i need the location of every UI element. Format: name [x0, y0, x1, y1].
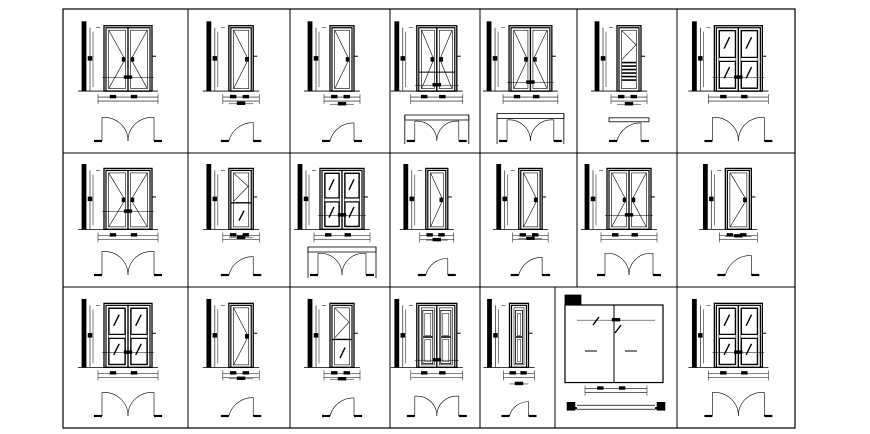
- door-detail-r1c5: [483, 21, 565, 144]
- sheet-grid: [62, 8, 796, 429]
- door-detail-r1c2: [202, 21, 262, 143]
- door-detail-r3c6: [564, 294, 666, 411]
- door-detail-r2c1: [78, 164, 162, 277]
- door-detail-r3c3: [304, 298, 362, 418]
- door-detail-r2c2: [202, 164, 262, 277]
- door-detail-r2c5: [492, 164, 551, 277]
- door-detail-r2c4: [399, 164, 456, 277]
- door-detail-r3c7: [688, 298, 773, 418]
- door-detail-r1c3: [304, 21, 362, 143]
- door-detail-r2c7: [699, 164, 760, 277]
- door-detail-r3c1: [78, 298, 162, 418]
- door-detail-r2c6: [581, 164, 661, 277]
- door-detail-r3c5: [483, 298, 537, 418]
- door-detail-r3c2: [202, 298, 262, 418]
- door-detail-r1c7: [688, 21, 773, 143]
- door-detail-r1c4: [390, 21, 470, 144]
- door-detail-r2c3: [294, 164, 377, 278]
- door-detail-r1c1: [78, 21, 162, 143]
- door-detail-r1c6: [591, 21, 650, 143]
- door-detail-r3c4: [390, 298, 467, 418]
